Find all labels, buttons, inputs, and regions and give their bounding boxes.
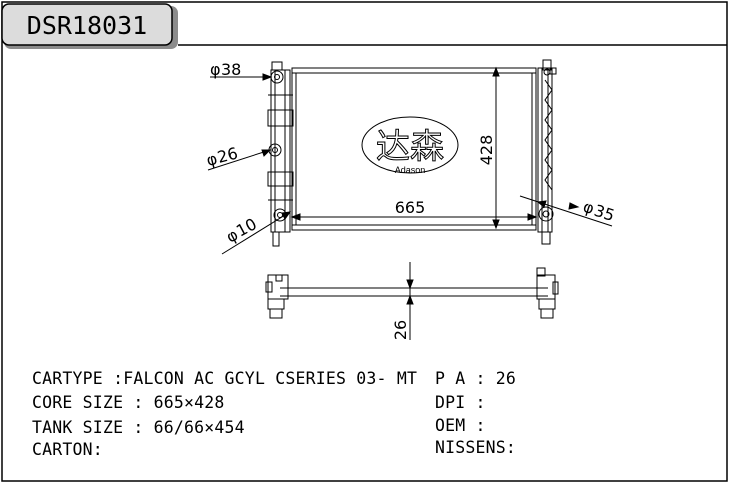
height-value: 428	[477, 135, 496, 166]
outlet-leader	[519, 195, 613, 227]
title-tab: DSR18031	[1, 3, 178, 49]
spec-core-size: CORE SIZE : 665×428	[32, 393, 225, 412]
spec-cartype: CARTYPE :FALCON AC GCYL CSERIES 03- MT	[32, 369, 418, 388]
spec-oem: OEM :	[435, 416, 486, 435]
spec-carton: CARTON:	[32, 440, 103, 459]
spec-nissens: NISSENS:	[435, 438, 517, 457]
radiator-top-view	[265, 267, 559, 319]
side-port-diameter-symbol: φ	[204, 149, 219, 170]
height-dimension	[492, 66, 500, 230]
inlet-leader	[210, 73, 273, 81]
width-value: 665	[395, 198, 426, 217]
outlet-diameter-value: 35	[592, 201, 617, 225]
logo-chinese: 达森	[376, 127, 444, 167]
inlet-diameter-symbol: φ	[210, 60, 221, 79]
outlet-port	[538, 206, 554, 222]
spec-dpi: DPI :	[435, 393, 486, 412]
brand-logo: 达森 Adason	[361, 116, 459, 175]
inlet-diameter-value: 38	[221, 60, 241, 79]
spec-pa: P A : 26	[435, 369, 517, 388]
side-port-leader	[207, 149, 272, 171]
model-code: DSR18031	[27, 11, 147, 40]
thickness-dimension	[406, 262, 414, 340]
logo-latin: Adason	[395, 165, 426, 175]
spec-tank-size: TANK SIZE : 66/66×454	[32, 418, 245, 437]
bottom-port-leader	[221, 211, 292, 255]
radiator-core	[291, 67, 537, 231]
thickness-value: 26	[391, 320, 410, 340]
radiator-front-view	[267, 59, 557, 247]
width-dimension	[290, 213, 538, 221]
inlet-port	[270, 70, 284, 84]
side-port-diameter-value: 26	[215, 144, 239, 167]
